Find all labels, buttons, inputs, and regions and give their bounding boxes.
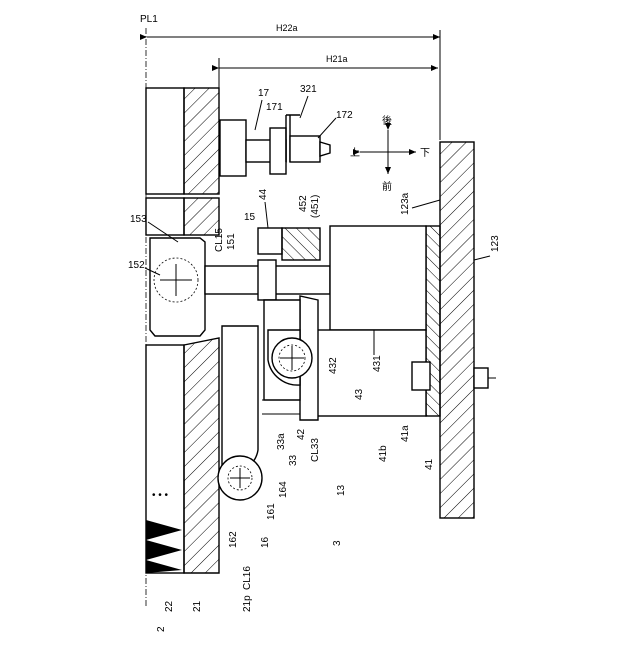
actuator-431 — [330, 226, 426, 330]
label-dir-up: 上 — [350, 147, 360, 159]
label-41b: 41b — [378, 445, 389, 462]
label-pl1: PL1 — [140, 14, 158, 25]
label-21p: 21p — [242, 595, 253, 612]
block-153 — [150, 238, 205, 336]
label-dir-down: 下 — [420, 148, 430, 159]
bracket-17 — [220, 120, 246, 176]
panel-22-lower — [146, 345, 184, 573]
label-42: 42 — [296, 428, 307, 440]
leader-321 — [300, 96, 308, 118]
label-cl16: CL16 — [242, 566, 253, 590]
label-123: 123 — [490, 235, 501, 252]
label-21: 21 — [192, 600, 203, 612]
label-44: 44 — [258, 188, 269, 200]
leader-17 — [255, 100, 262, 130]
label-123a: 123a — [400, 192, 411, 215]
label-33: 33 — [288, 454, 299, 466]
label-16: 16 — [260, 536, 271, 548]
nut-123 — [474, 368, 488, 388]
panel-22-upper — [146, 88, 184, 194]
label-151: 151 — [226, 233, 237, 250]
leader-44 — [265, 202, 268, 228]
label-h22a: H22a — [276, 23, 298, 33]
label-3: 3 — [332, 540, 343, 546]
lever-33 — [222, 326, 258, 472]
wall-123-hatched — [440, 142, 474, 518]
label-41: 41 — [424, 458, 435, 470]
link-bar — [262, 400, 300, 414]
label-cl15: CL15 — [214, 228, 225, 252]
bolt-head-41 — [412, 362, 430, 390]
leader-123a — [412, 200, 440, 208]
panel-21-upper-hatched — [184, 88, 219, 194]
leader-123 — [474, 256, 490, 260]
label-161: 161 — [266, 503, 277, 520]
leader-172 — [318, 118, 336, 138]
label-152: 152 — [128, 260, 145, 271]
label-17: 17 — [258, 88, 270, 99]
label-43: 43 — [354, 388, 365, 400]
label-cl33: CL33 — [310, 438, 321, 462]
label-321: 321 — [300, 84, 317, 95]
pin-tip — [320, 142, 330, 156]
label-452: 452 — [298, 195, 309, 212]
label-13: 13 — [336, 484, 347, 496]
panel-21-lower-hatched — [184, 338, 219, 573]
label-15: 15 — [244, 212, 256, 223]
label-dir-front: 前 — [382, 180, 392, 193]
label-172: 172 — [336, 110, 353, 121]
label-h21a: H21a — [326, 54, 348, 64]
label-22: 22 — [164, 600, 175, 612]
label-33a: 33a — [276, 433, 287, 450]
label-162: 162 — [228, 531, 239, 548]
label-432: 432 — [328, 357, 339, 374]
nut-44 — [258, 228, 282, 254]
label-171: 171 — [266, 102, 283, 113]
label-dir-back: 後 — [382, 114, 392, 127]
label-451: (451) — [310, 195, 321, 218]
label-41a: 41a — [400, 425, 411, 442]
label-2: 2 — [156, 626, 167, 632]
panel-22-mid — [146, 198, 184, 235]
label-431: 431 — [372, 355, 383, 372]
block-452-hatched — [282, 228, 320, 260]
nut-15 — [258, 260, 276, 300]
pin-flange — [270, 128, 286, 174]
label-164: 164 — [278, 481, 289, 498]
label-dots: • • • — [152, 490, 169, 501]
label-153: 153 — [130, 214, 147, 225]
pin-body-172 — [290, 136, 320, 162]
